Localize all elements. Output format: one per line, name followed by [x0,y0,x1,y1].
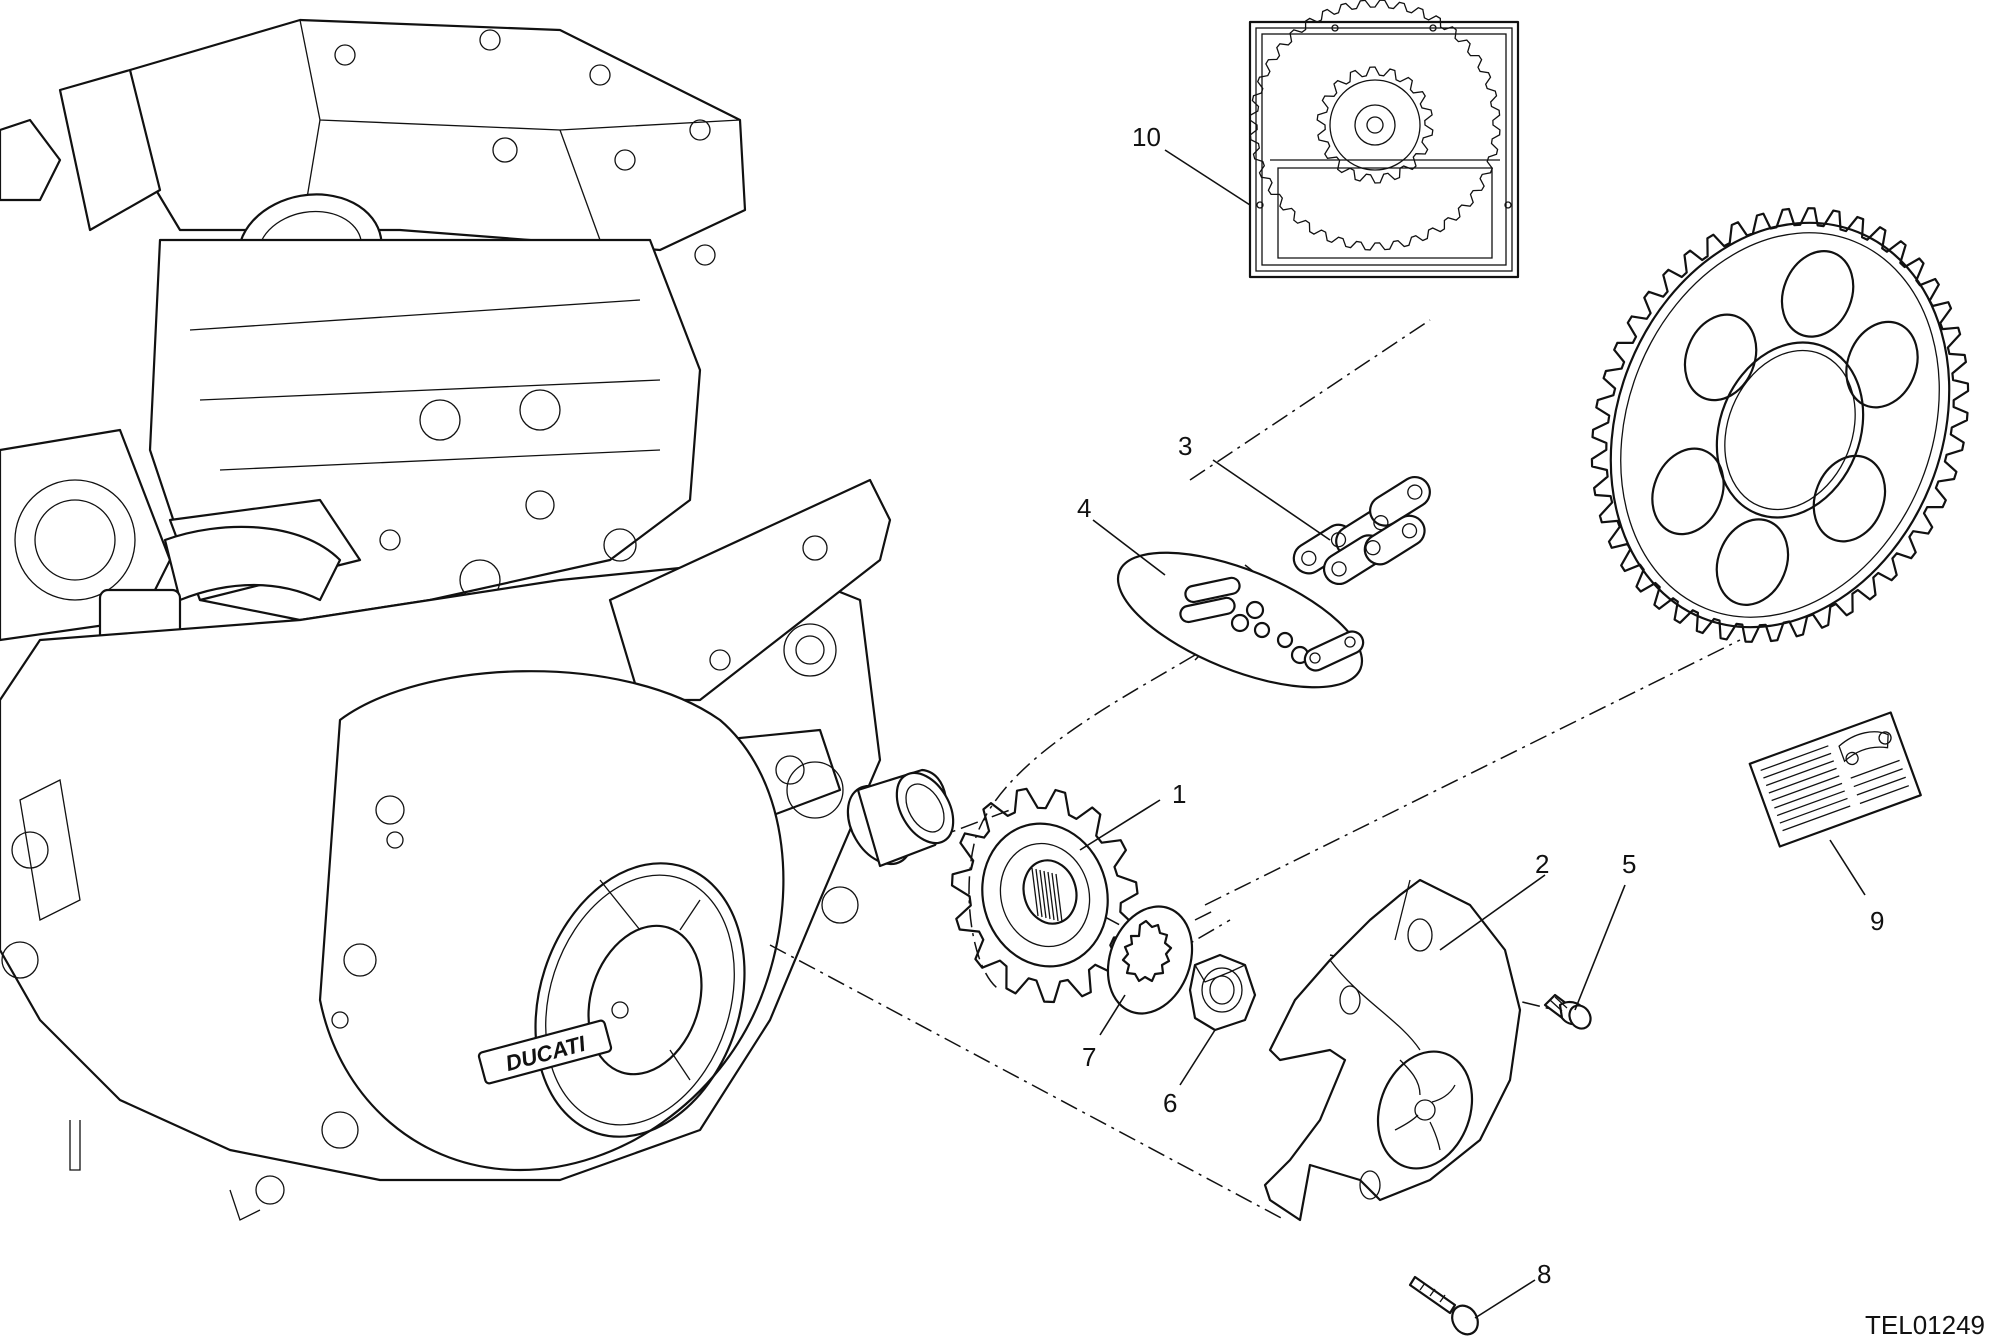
engine-illustration: DUCATI [0,18,892,1221]
part-3-chain-link [1292,475,1431,586]
callout-1: 1 [1172,779,1186,809]
part-7-lock-washer [1106,905,1194,1015]
part-10-chain-kit-box [1248,0,1520,279]
callout-6: 6 [1163,1088,1177,1118]
part-9-warning-label [1748,711,1922,848]
spacer-bushing [846,768,955,868]
part-5-bolt [1543,993,1592,1030]
part-1-front-sprocket [950,787,1139,1004]
leader-lines [1079,149,1866,1319]
part-2-sprocket-cover [1263,878,1522,1222]
part-4-master-link-kit [1116,551,1365,689]
rear-sprocket [1590,207,1970,643]
callout-10: 10 [1132,122,1161,152]
callout-3: 3 [1178,431,1192,461]
assembly-guide-lines [769,319,1741,1221]
callout-4: 4 [1077,493,1091,523]
callout-7: 7 [1082,1042,1096,1072]
callout-5: 5 [1622,849,1636,879]
callout-2: 2 [1535,849,1549,879]
callout-9: 9 [1870,906,1884,936]
callout-8: 8 [1537,1259,1551,1289]
callout-labels: 1 2 3 4 5 6 7 8 9 10 [1077,122,1884,1289]
part-6-nut [1188,953,1257,1032]
part-8-bolt [1408,1275,1479,1336]
drawing-code: TEL01249 [1865,1310,1985,1340]
